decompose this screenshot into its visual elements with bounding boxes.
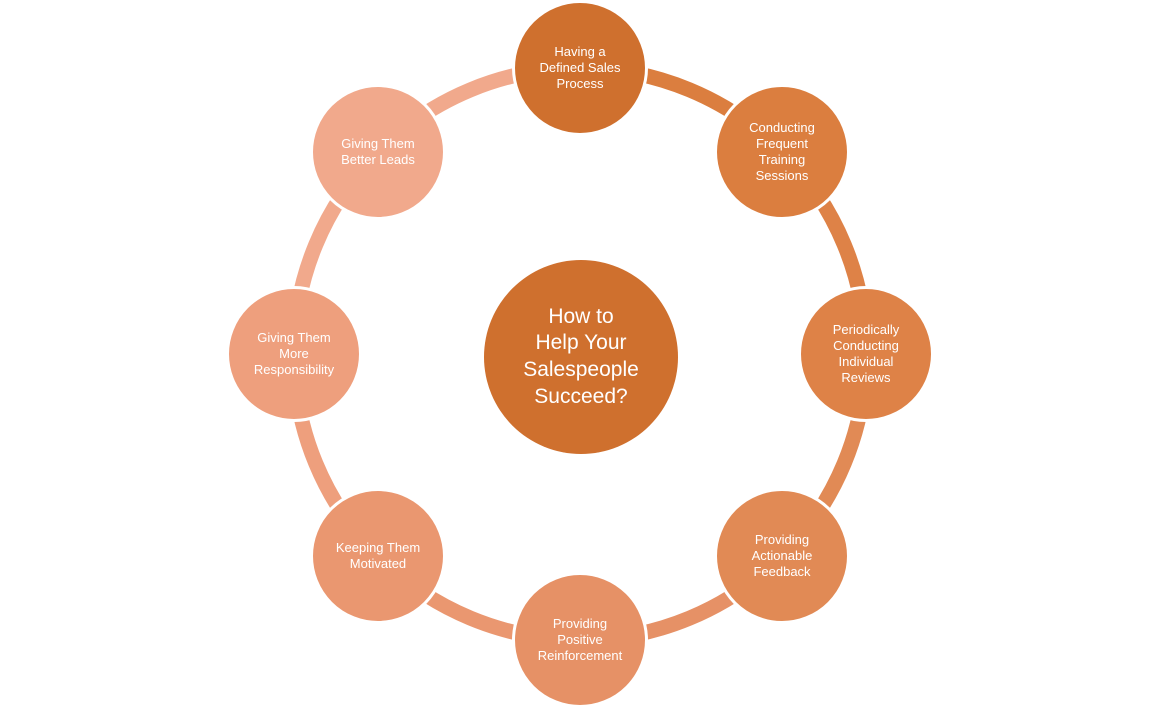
cycle-node-actionable-feedback: Providing Actionable Feedback <box>714 488 850 624</box>
cycle-node-label: Providing Actionable Feedback <box>751 531 813 580</box>
cycle-node-defined-sales-process: Having a Defined Sales Process <box>512 0 648 136</box>
cycle-node-label: Having a Defined Sales Process <box>539 43 621 92</box>
cycle-node-better-leads: Giving Them Better Leads <box>310 84 446 220</box>
center-circle: How to Help Your Salespeople Succeed? <box>484 260 678 454</box>
cycle-node-more-responsibility: Giving Them More Responsibility <box>226 286 362 422</box>
cycle-node-label: Keeping Them Motivated <box>335 539 421 571</box>
cycle-node-label: Providing Positive Reinforcement <box>537 615 623 664</box>
cycle-node-label: Giving Them Better Leads <box>341 135 415 167</box>
cycle-node-label: Giving Them More Responsibility <box>253 329 335 378</box>
cycle-node-training-sessions: Conducting Frequent Training Sessions <box>714 84 850 220</box>
cycle-node-individual-reviews: Periodically Conducting Individual Revie… <box>798 286 934 422</box>
cycle-node-keeping-motivated: Keeping Them Motivated <box>310 488 446 624</box>
cycle-node-label: Periodically Conducting Individual Revie… <box>832 321 900 386</box>
cycle-node-positive-reinforcement: Providing Positive Reinforcement <box>512 572 648 708</box>
cycle-node-label: Conducting Frequent Training Sessions <box>749 119 815 184</box>
center-circle-label: How to Help Your Salespeople Succeed? <box>523 304 639 408</box>
